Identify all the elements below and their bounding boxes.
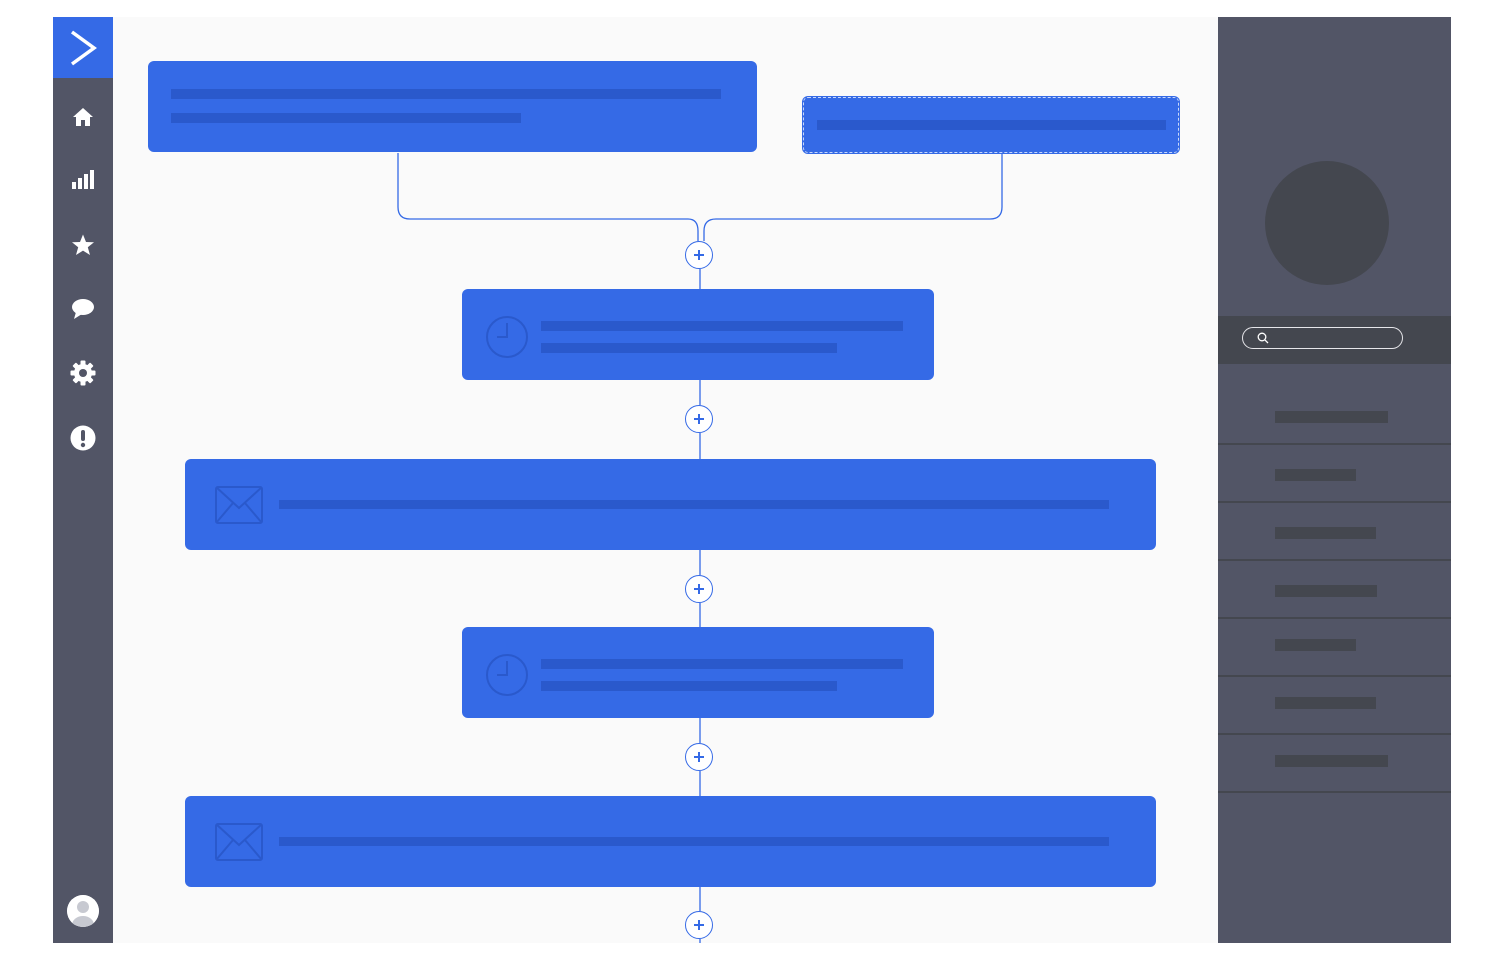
add-trigger-placeholder-card[interactable] [802,96,1180,154]
skeleton-text-line [1275,411,1388,423]
wait-step-card[interactable] [462,289,934,380]
skeleton-text-line [171,89,721,99]
bar-chart-icon [72,170,94,189]
chevron-right-icon [70,30,97,65]
contact-avatar-placeholder [1265,161,1389,285]
skeleton-text-line [1275,639,1356,651]
skeleton-text-line [1275,527,1376,539]
logo[interactable] [53,17,113,78]
skeleton-text-line [541,681,837,691]
search-icon [1257,332,1269,344]
skeleton-text-line [541,321,903,331]
envelope-icon [215,823,263,861]
add-step-button[interactable] [685,575,713,603]
skeleton-text-line [1275,585,1377,597]
clock-icon [486,316,528,358]
list-item[interactable] [1218,735,1451,793]
wait-step-card[interactable] [462,627,934,718]
connector-lines [397,153,1003,943]
star-icon [72,234,94,255]
right-panel [1218,17,1451,943]
automation-canvas [113,17,1218,943]
plus-icon [694,920,704,930]
app-window [53,17,1451,943]
sidebar [53,17,113,943]
sidebar-item-alerts[interactable] [53,418,113,458]
list-item[interactable] [1218,619,1451,677]
trigger-card[interactable] [148,61,757,152]
user-avatar-icon [67,895,99,927]
skeleton-text-line [1275,697,1376,709]
plus-icon [694,414,704,424]
skeleton-text-line [1275,755,1388,767]
list-item[interactable] [1218,445,1451,503]
list-item[interactable] [1218,387,1451,445]
skeleton-text-line [541,343,837,353]
plus-icon [694,584,704,594]
add-step-button[interactable] [685,911,713,939]
list-item[interactable] [1218,561,1451,619]
envelope-icon [215,486,263,524]
sidebar-item-settings[interactable] [53,353,113,393]
email-step-card[interactable] [185,459,1156,550]
search-bar [1218,316,1451,364]
list-item[interactable] [1218,677,1451,735]
search-field[interactable] [1242,327,1403,349]
email-step-card[interactable] [185,796,1156,887]
add-step-button[interactable] [685,405,713,433]
skeleton-text-line [541,659,903,669]
user-avatar[interactable] [67,895,99,927]
sidebar-item-reports[interactable] [53,160,113,200]
plus-icon [694,752,704,762]
home-icon [73,108,93,126]
skeleton-text-line [817,120,1166,130]
panel-list [1218,387,1451,793]
list-item[interactable] [1218,503,1451,561]
chat-bubble-icon [72,299,94,319]
sidebar-item-favorites[interactable] [53,225,113,265]
search-input[interactable] [1273,330,1393,346]
exclamation-icon [70,425,96,451]
gear-icon [70,360,96,386]
add-step-button[interactable] [685,743,713,771]
skeleton-text-line [1275,469,1356,481]
plus-icon [694,250,704,260]
sidebar-item-home[interactable] [53,97,113,137]
add-step-button[interactable] [685,241,713,269]
skeleton-text-line [279,500,1109,509]
clock-icon [486,654,528,696]
skeleton-text-line [171,113,521,123]
sidebar-item-conversations[interactable] [53,289,113,329]
skeleton-text-line [279,837,1109,846]
